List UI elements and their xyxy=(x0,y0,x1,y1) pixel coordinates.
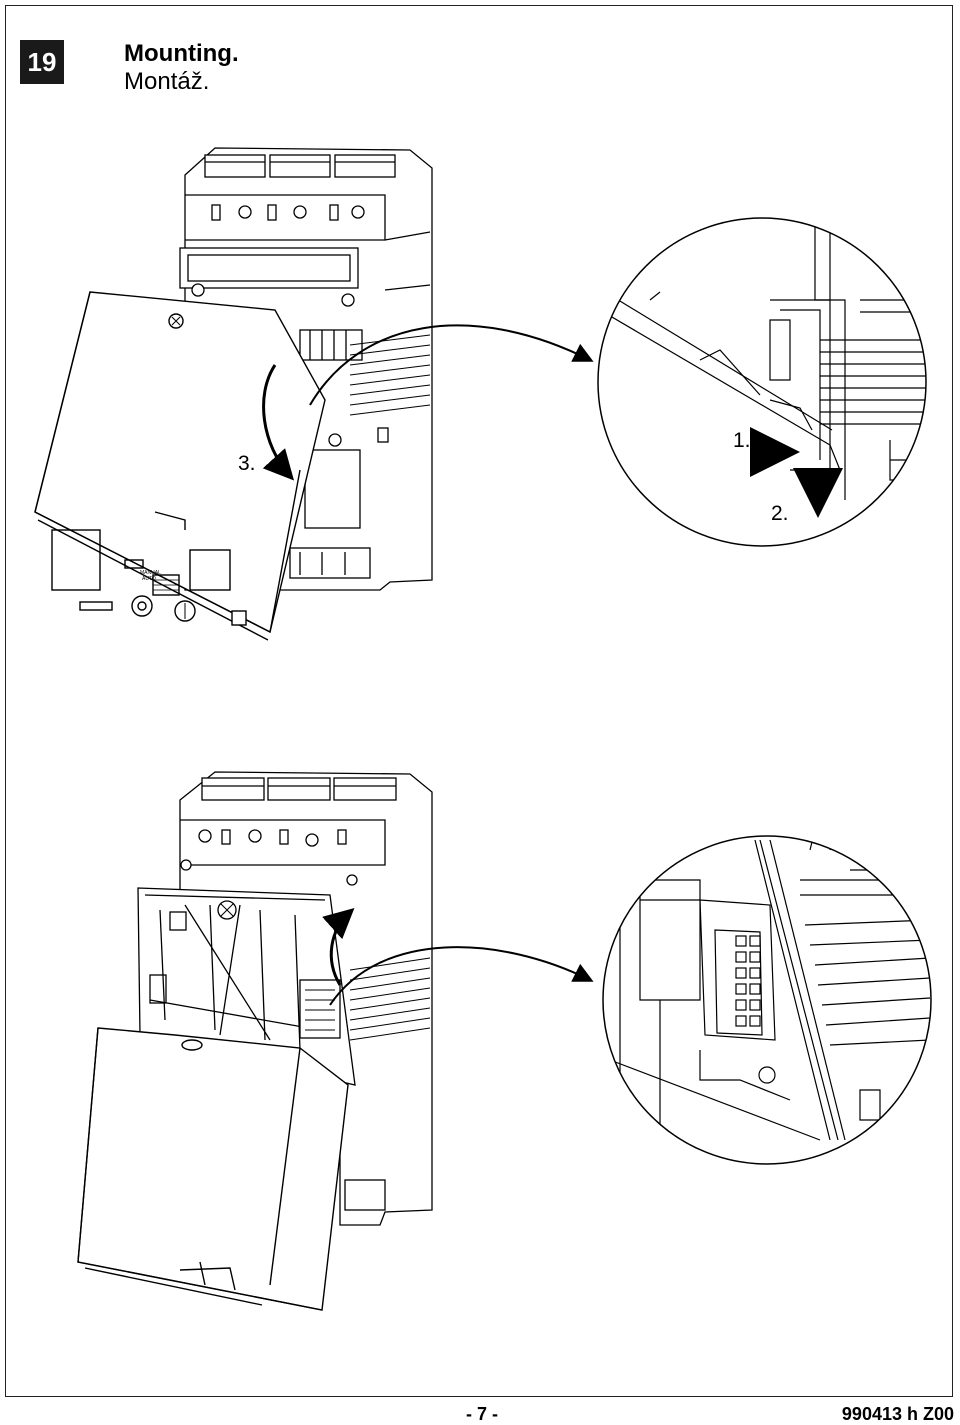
trip-unit-cover-top: MANUAL AUTO xyxy=(34,291,326,641)
mode-label-1: MANUAL xyxy=(140,570,161,576)
detail-pointer-arrow-bottom xyxy=(329,946,594,1006)
detail-pointer-arrow-top xyxy=(309,324,594,406)
rotate-arrow-bottom xyxy=(322,907,355,986)
rotate-arrow-top xyxy=(262,364,295,481)
step-label-3: 3. xyxy=(238,452,256,475)
title-czech: Montáž. xyxy=(124,68,210,95)
trip-unit-cover-bottom xyxy=(77,1027,349,1311)
page-frame xyxy=(5,5,953,1397)
title-english: Mounting. xyxy=(124,40,239,67)
step-label-1: 1. xyxy=(733,429,751,452)
step-number: 19 xyxy=(27,46,57,77)
detail-circle-top: 1. 2. xyxy=(597,217,927,547)
mode-label-2: AUTO xyxy=(142,576,156,582)
mounting-plate-bottom xyxy=(137,887,356,1086)
section-title: Mounting. Montáž. xyxy=(124,40,239,96)
detail-circle-bottom xyxy=(602,835,932,1165)
document-code: 990413 h Z00 xyxy=(841,1404,954,1424)
step-label-2: 2. xyxy=(771,502,789,525)
step-number-badge: 19 xyxy=(20,40,64,84)
page-number: - 7 - xyxy=(466,1404,499,1424)
